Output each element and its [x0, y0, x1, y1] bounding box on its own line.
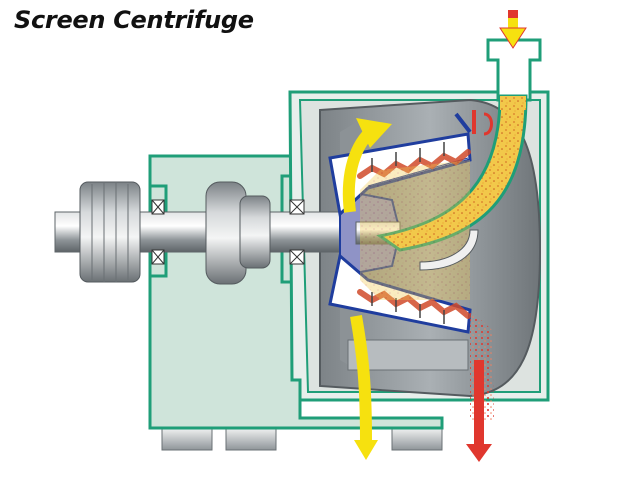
feed-arrow-icon	[499, 10, 527, 49]
wash-inlet-arrow-icon	[454, 110, 493, 136]
wash-pipe	[419, 229, 479, 271]
shaft-coupling	[205, 181, 271, 285]
drive-pulley	[79, 181, 141, 283]
bearings	[151, 199, 305, 265]
machine-feet	[161, 427, 443, 451]
slurry-flow	[360, 160, 470, 300]
page-title: Screen Centrifuge	[14, 6, 254, 34]
filtrate-discharge-arrow-icon	[466, 360, 492, 462]
solids-discharge-arrow-icon	[342, 118, 392, 460]
